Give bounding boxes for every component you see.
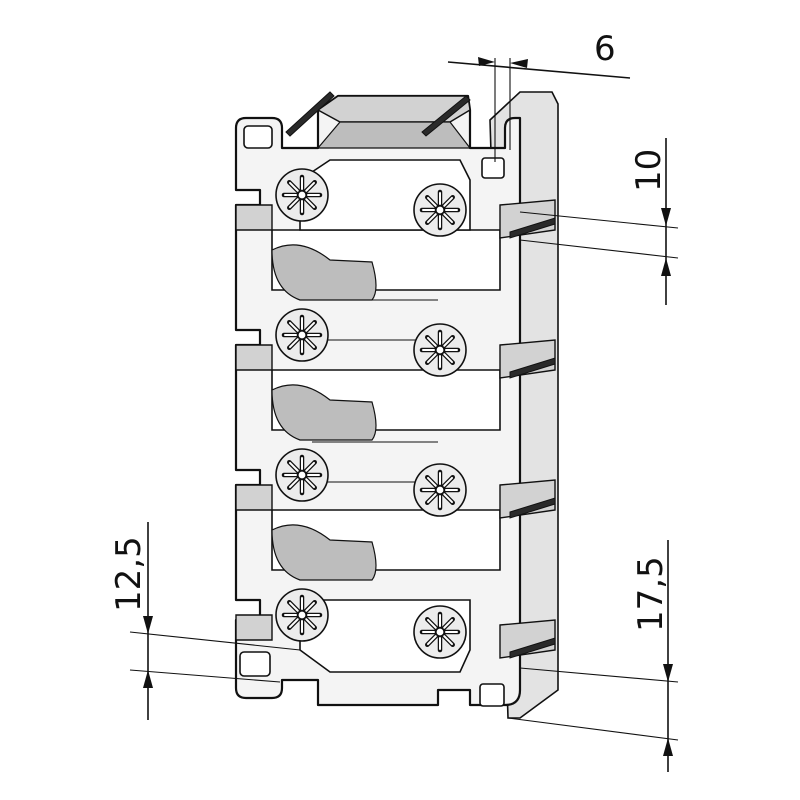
core-bore — [275, 588, 329, 642]
core-bore — [413, 605, 467, 659]
corner-pocket-top-right — [481, 157, 505, 179]
ridge-lower — [271, 524, 377, 581]
core-bore — [413, 463, 467, 517]
dimension-top-width: 6 — [447, 29, 631, 162]
right-stripe-1 — [509, 217, 556, 239]
right-stripe-2 — [509, 357, 556, 379]
right-stripe-4 — [509, 637, 556, 659]
left-slot-4 — [235, 614, 273, 641]
core-bore — [413, 323, 467, 377]
dimension-right-upper: 10 — [519, 138, 679, 305]
dimension-right-upper-label: 10 — [629, 149, 669, 192]
profile-body — [234, 91, 559, 719]
corner-pocket-bottom-right — [479, 683, 505, 707]
core-bore — [413, 183, 467, 237]
left-slot-1 — [235, 204, 273, 231]
core-bore — [275, 308, 329, 362]
top-stripe-right — [421, 95, 471, 137]
corner-pocket-top-left — [243, 125, 273, 149]
dimension-right-lower-label: 17,5 — [631, 556, 671, 632]
dimension-left-lower-label: 12,5 — [109, 536, 149, 612]
corner-pocket-bottom-left — [239, 651, 271, 677]
dimension-left-lower: 12,5 — [109, 522, 301, 720]
ridge-middle — [271, 384, 377, 441]
left-slot-2 — [235, 344, 273, 371]
dimension-right-lower: 17,5 — [507, 540, 679, 772]
top-slot-floor — [316, 121, 472, 149]
left-slot-3 — [235, 484, 273, 511]
core-bore — [275, 448, 329, 502]
top-stripe-left — [285, 91, 335, 137]
core-bores — [275, 168, 467, 659]
ridge-upper — [271, 244, 377, 301]
right-stripe-3 — [509, 497, 556, 519]
core-bore — [275, 168, 329, 222]
dimension-top-width-label: 6 — [594, 29, 616, 69]
